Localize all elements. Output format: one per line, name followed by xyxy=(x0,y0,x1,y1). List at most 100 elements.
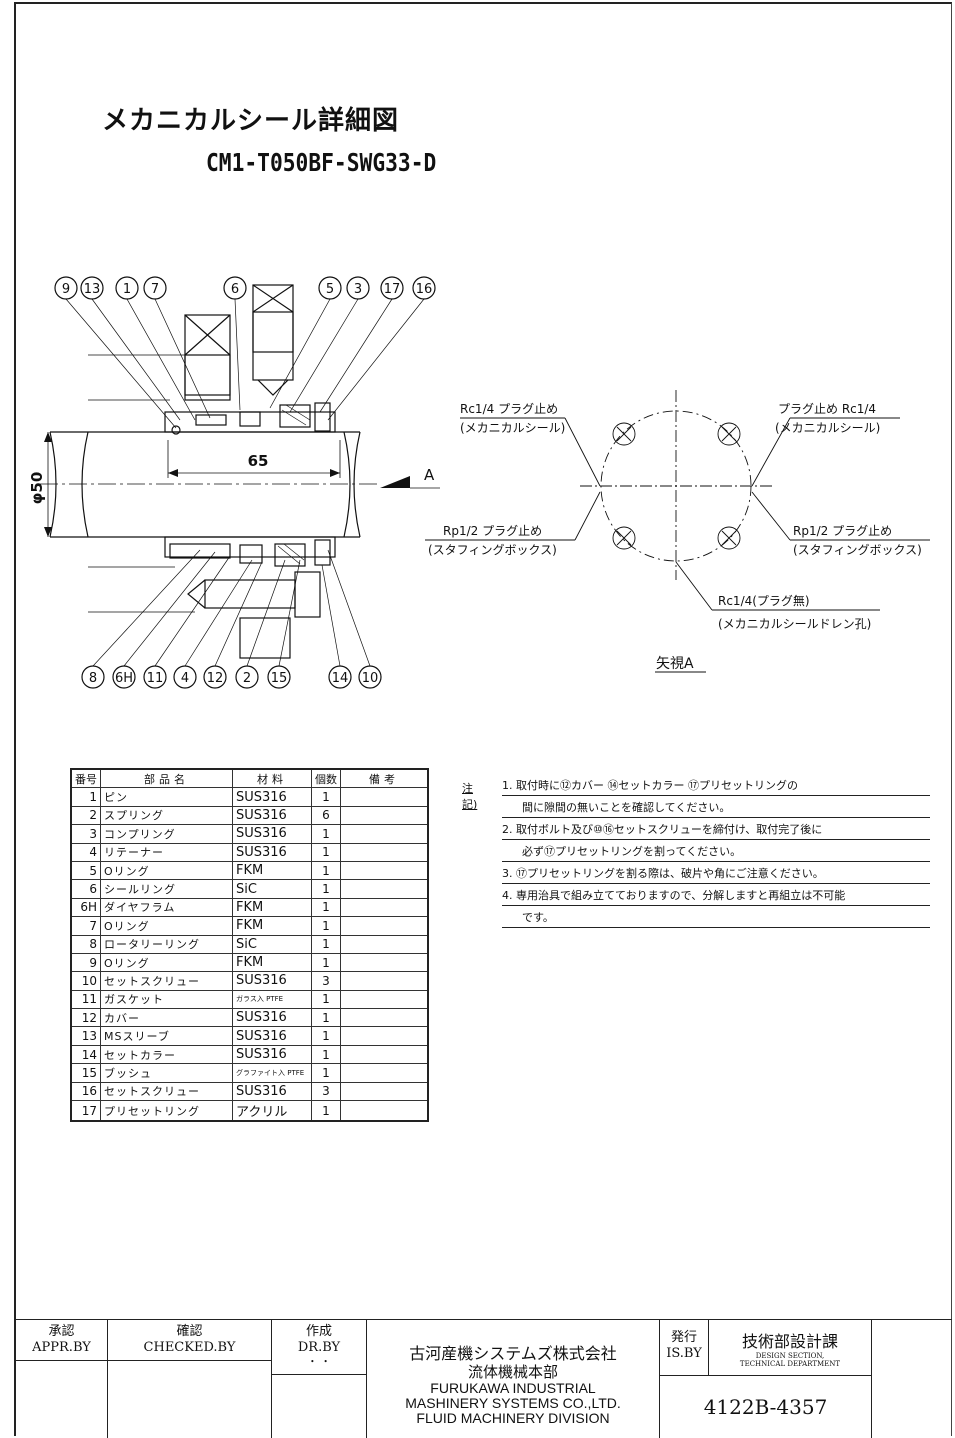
part-number: 3 xyxy=(70,824,101,844)
part-material: SUS316 xyxy=(232,971,312,991)
part-name: コンプリング xyxy=(100,824,233,844)
view-a-tr-desc: (メカニカルシール) xyxy=(775,421,880,435)
part-material: SUS316 xyxy=(232,787,312,807)
part-remarks xyxy=(340,860,429,881)
part-quantity: 1 xyxy=(311,1063,341,1083)
part-remarks xyxy=(340,916,429,936)
part-number: 2 xyxy=(70,805,101,826)
approved-cell: 承認 APPR.BY xyxy=(16,1320,108,1438)
part-quantity: 1 xyxy=(311,989,341,1010)
checked-label-en: CHECKED.BY xyxy=(143,1340,236,1355)
company-cell: 古河産機システムズ株式会社 流体機械本部 FURUKAWA INDUSTRIAL… xyxy=(367,1320,660,1438)
part-material: FKM xyxy=(232,916,312,936)
part-quantity: 1 xyxy=(311,1044,341,1065)
part-remarks xyxy=(340,787,429,807)
part-material: FKM xyxy=(232,952,312,973)
part-remarks xyxy=(340,842,429,862)
part-material: SUS316 xyxy=(232,805,312,826)
seal-cross-section: 9 13 1 7 6 5 3 17 16 8 6H 11 4 12 2 15 1… xyxy=(28,276,930,689)
part-name: セットスクリュー xyxy=(100,1081,233,1102)
callout-4: 4 xyxy=(181,671,189,686)
part-quantity: 1 xyxy=(311,934,341,954)
view-a-bl-spec: Rp1/2 プラグ止め xyxy=(443,524,542,538)
company-name-en-3: FLUID MACHINERY DIVISION xyxy=(416,1410,610,1426)
view-a-title: 矢視A xyxy=(656,656,694,672)
view-a-tr-spec: プラグ止め Rc1/4 xyxy=(778,402,876,416)
callout-16: 16 xyxy=(416,282,433,297)
view-a-bc-desc: (メカニカルシールドレン孔) xyxy=(718,617,871,631)
part-remarks xyxy=(340,897,429,918)
note-line: 1. 取付時に⑫カバー ⑭セットカラー ⑰プリセットリングの xyxy=(502,776,930,796)
view-mark: A xyxy=(424,466,435,484)
header-material: 材料 xyxy=(232,768,312,789)
callout-3: 3 xyxy=(354,282,362,297)
part-number: 6H xyxy=(70,897,101,918)
part-number: 17 xyxy=(70,1100,101,1122)
part-material: FKM xyxy=(232,897,312,918)
part-number: 9 xyxy=(70,952,101,973)
part-name: Oリング xyxy=(100,916,233,936)
part-material: SUS316 xyxy=(232,824,312,844)
drawing-frame xyxy=(14,2,952,1436)
note-line: 間に隙間の無いことを確認してください。 xyxy=(502,798,930,818)
part-number: 16 xyxy=(70,1081,101,1102)
drawing-title: メカニカルシール詳細図 xyxy=(102,106,400,136)
callout-15: 15 xyxy=(271,671,288,686)
note-line: です。 xyxy=(502,908,930,928)
part-material: SUS316 xyxy=(232,1008,312,1028)
part-name: スプリング xyxy=(100,805,233,826)
part-quantity: 1 xyxy=(311,879,341,899)
part-number: 12 xyxy=(70,1008,101,1028)
title-block: 承認 APPR.BY 確認 CHECKED.BY 作成 DR.BY ・ ・ 古河… xyxy=(16,1319,952,1438)
part-quantity: 1 xyxy=(311,1100,341,1122)
part-quantity: 1 xyxy=(311,1026,341,1046)
note-line: 2. 取付ボルト及び⑩⑯セットスクリューを締付け、取付完了後に xyxy=(502,820,930,840)
header-no: 番号 xyxy=(70,768,101,789)
part-material: ガラス入 PTFE xyxy=(232,989,312,1010)
callout-2: 2 xyxy=(243,671,251,686)
department-cell: 技術部設計課 DESIGN SECTION, TECHNICAL DEPARTM… xyxy=(709,1320,872,1376)
part-quantity: 1 xyxy=(311,842,341,862)
part-remarks xyxy=(340,879,429,899)
part-number: 7 xyxy=(70,916,101,936)
part-quantity: 1 xyxy=(311,787,341,807)
part-material: SUS316 xyxy=(232,1044,312,1065)
part-material: アクリル xyxy=(232,1100,312,1122)
callout-11: 11 xyxy=(147,671,164,686)
part-remarks xyxy=(340,1081,429,1102)
part-material: SUS316 xyxy=(232,1081,312,1102)
part-remarks xyxy=(340,1044,429,1065)
part-name: セットカラー xyxy=(100,1044,233,1065)
part-number: 10 xyxy=(70,971,101,991)
drawn-label: 作成 xyxy=(305,1324,332,1339)
part-quantity: 1 xyxy=(311,1008,341,1028)
view-a-tl-spec: Rc1/4 プラグ止め xyxy=(460,402,558,416)
part-remarks xyxy=(340,824,429,844)
callout-9: 9 xyxy=(62,282,70,297)
part-name: セットスクリュー xyxy=(100,971,233,991)
part-remarks xyxy=(340,805,429,826)
issued-label-en: IS.BY xyxy=(666,1346,702,1361)
part-number: 11 xyxy=(70,989,101,1010)
view-a-tl-desc: (メカニカルシール) xyxy=(460,421,565,435)
drawn-value: ・ ・ xyxy=(307,1357,331,1368)
part-quantity: 6 xyxy=(311,805,341,826)
part-remarks xyxy=(340,989,429,1010)
part-material: SiC xyxy=(232,934,312,954)
part-material: FKM xyxy=(232,860,312,881)
part-number: 14 xyxy=(70,1044,101,1065)
callout-8: 8 xyxy=(89,671,97,686)
company-name-en-2: MASHINERY SYSTEMS CO.,LTD. xyxy=(405,1395,621,1411)
callout-7: 7 xyxy=(151,282,159,297)
